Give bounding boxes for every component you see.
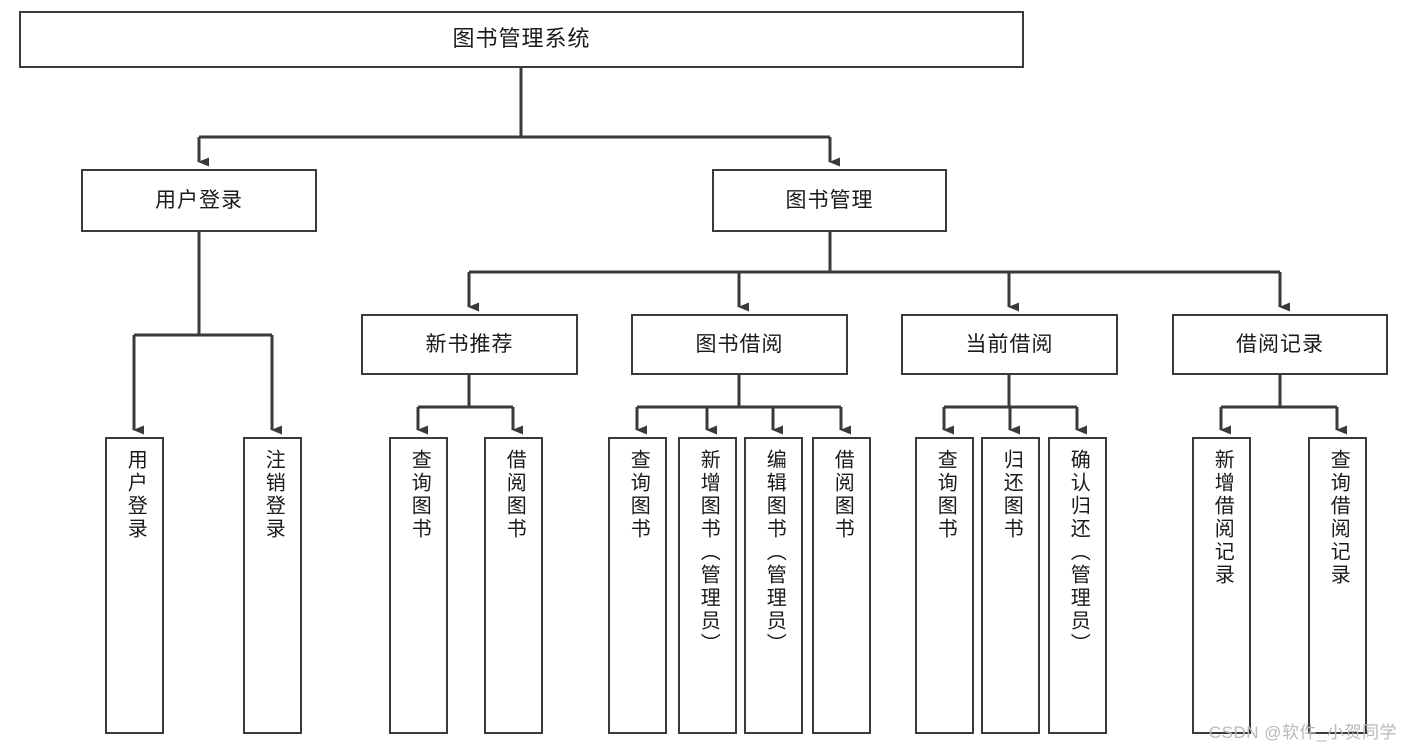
node-label: 图书管理 <box>785 188 874 212</box>
leaf-label: 查询图书 <box>627 449 650 541</box>
node-new-book-recommend[interactable]: 新书推荐 <box>361 314 578 375</box>
leaf-label: 确认归还（管理员） <box>1067 449 1090 656</box>
csdn-watermark: CSDN @软件_小贺同学 <box>1208 723 1397 742</box>
node-label: 借阅记录 <box>1236 332 1324 356</box>
leaf-add-borrow-record[interactable]: 新增借阅记录 <box>1192 437 1251 734</box>
leaf-return-book[interactable]: 归还图书 <box>981 437 1040 734</box>
leaf-borrow-book-recommend[interactable]: 借阅图书 <box>484 437 543 734</box>
node-user-login[interactable]: 用户登录 <box>81 169 317 232</box>
node-label: 图书管理系统 <box>452 26 591 52</box>
node-borrow-record[interactable]: 借阅记录 <box>1172 314 1388 375</box>
leaf-query-borrow-record[interactable]: 查询借阅记录 <box>1308 437 1367 734</box>
leaf-label: 用户登录 <box>124 449 147 541</box>
leaf-add-book-admin[interactable]: 新增图书（管理员） <box>678 437 737 734</box>
leaf-edit-book-admin[interactable]: 编辑图书（管理员） <box>744 437 803 734</box>
leaf-label: 注销登录 <box>262 449 285 541</box>
leaf-label: 借阅图书 <box>831 449 854 541</box>
leaf-query-book-current[interactable]: 查询图书 <box>915 437 974 734</box>
leaf-label: 新增借阅记录 <box>1211 449 1234 587</box>
node-current-borrow[interactable]: 当前借阅 <box>901 314 1118 375</box>
node-book-management[interactable]: 图书管理 <box>712 169 947 232</box>
node-label: 用户登录 <box>155 188 243 212</box>
node-book-borrow[interactable]: 图书借阅 <box>631 314 848 375</box>
leaf-label: 编辑图书（管理员） <box>763 449 786 656</box>
leaf-label: 归还图书 <box>1000 449 1023 541</box>
leaf-label: 借阅图书 <box>503 449 526 541</box>
leaf-query-book-borrow[interactable]: 查询图书 <box>608 437 667 734</box>
leaf-logout-login[interactable]: 注销登录 <box>243 437 302 734</box>
node-label: 新书推荐 <box>425 332 514 356</box>
leaf-user-login[interactable]: 用户登录 <box>105 437 164 734</box>
leaf-label: 查询图书 <box>408 449 431 541</box>
leaf-label: 查询图书 <box>934 449 957 541</box>
leaf-label: 查询借阅记录 <box>1327 449 1350 587</box>
node-label: 图书借阅 <box>695 332 784 356</box>
leaf-label: 新增图书（管理员） <box>697 449 720 656</box>
leaf-query-book-recommend[interactable]: 查询图书 <box>389 437 448 734</box>
leaf-borrow-book[interactable]: 借阅图书 <box>812 437 871 734</box>
node-root-system[interactable]: 图书管理系统 <box>19 11 1024 68</box>
leaf-confirm-return-admin[interactable]: 确认归还（管理员） <box>1048 437 1107 734</box>
node-label: 当前借阅 <box>965 332 1054 356</box>
